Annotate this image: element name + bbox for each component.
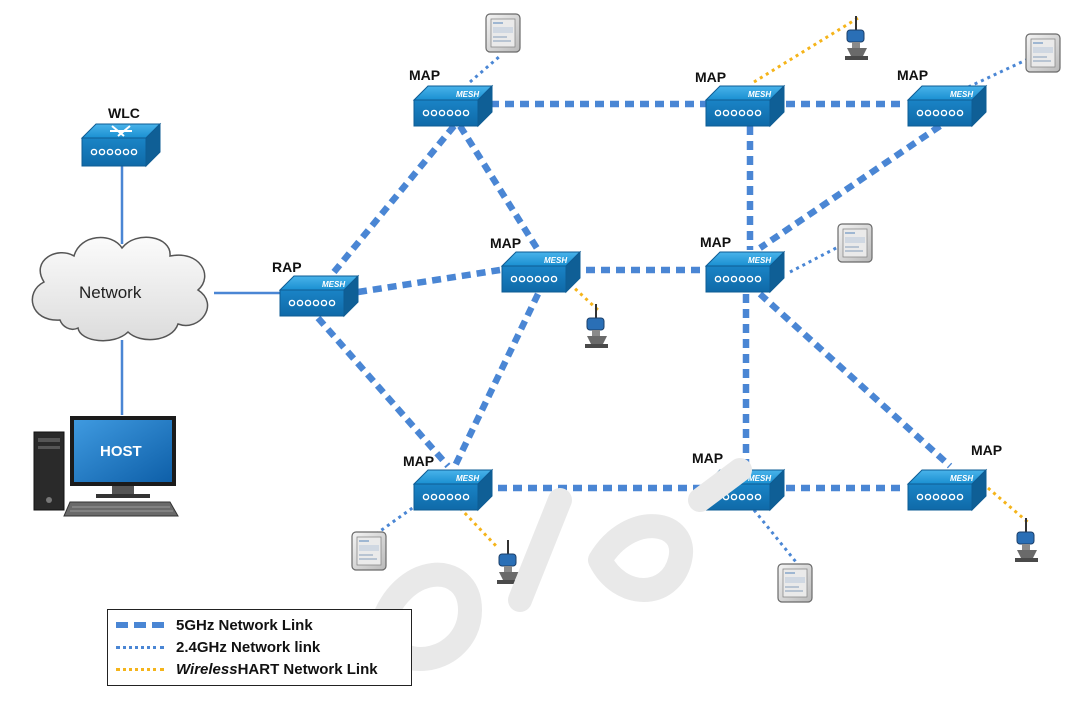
tablet-icon[interactable] [351, 531, 387, 571]
legend-swatch-wirelesshart [116, 667, 164, 671]
link-5ghz [451, 292, 541, 470]
map-label: MAP [700, 234, 731, 250]
wlc-arrows-icon [110, 125, 132, 137]
transmitter-icon[interactable] [584, 303, 609, 349]
mesh-badge: MESH [544, 256, 567, 265]
legend-item-24ghz: 2.4GHz Network link [116, 636, 320, 658]
map-label: MAP [403, 453, 434, 469]
map-device-top-middle[interactable]: MESH [705, 85, 785, 127]
map-label: MAP [490, 235, 521, 251]
link-5ghz [757, 291, 953, 469]
map-device-bottom-right[interactable]: MESH [907, 469, 987, 511]
legend-label-wirelesshart: WirelessHART Network Link [176, 660, 378, 678]
legend-swatch-5ghz [116, 622, 164, 628]
map-label: MAP [692, 450, 723, 466]
mesh-badge: MESH [748, 256, 771, 265]
transmitter-icon[interactable] [844, 15, 869, 61]
link-wirelesshart [987, 486, 1031, 526]
map-device-bottom-left[interactable]: MESH [413, 469, 493, 511]
link-wirelesshart [568, 282, 600, 312]
map-device-center[interactable]: MESH [501, 251, 581, 293]
legend-item-5ghz: 5GHz Network Link [116, 614, 313, 636]
map-label: MAP [971, 442, 1002, 458]
mesh-badge: MESH [456, 90, 479, 99]
monitor-icon [70, 416, 176, 498]
link-5ghz [331, 123, 457, 275]
pc-tower-icon [33, 431, 65, 511]
mesh-badge: MESH [950, 90, 973, 99]
legend-label-24ghz: 2.4GHz Network link [176, 638, 321, 656]
host-label: HOST [100, 443, 142, 460]
rap-device[interactable]: MESH [279, 275, 359, 317]
host-computer[interactable]: HOST [33, 416, 179, 517]
link-24ghz [789, 244, 841, 274]
legend-swatch-24ghz [116, 645, 164, 649]
map-label: MAP [695, 69, 726, 85]
tablet-icon[interactable] [1025, 33, 1061, 73]
map-device-top-left[interactable]: MESH [413, 85, 493, 127]
links-24ghz [375, 54, 1027, 563]
mesh-badge: MESH [748, 90, 771, 99]
legend-item-wirelesshart: WirelessHART Network Link [116, 658, 378, 680]
map-device-bottom-middle[interactable]: MESH [705, 469, 785, 511]
wired-links [120, 166, 282, 415]
tablet-icon[interactable] [485, 13, 521, 53]
network-label: Network [79, 283, 142, 302]
mesh-badge: MESH [950, 474, 973, 483]
link-5ghz [758, 123, 942, 251]
link-24ghz [469, 54, 501, 84]
mesh-badge: MESH [456, 474, 479, 483]
keyboard-icon [63, 501, 179, 517]
tablet-icon[interactable] [777, 563, 813, 603]
tablet-icon[interactable] [837, 223, 873, 263]
map-label: MAP [897, 67, 928, 83]
legend: 5GHz Network Link 2.4GHz Network link Wi… [107, 609, 412, 686]
link-wirelesshart [458, 506, 500, 550]
rap-label: RAP [272, 259, 302, 275]
map-device-center-right[interactable]: MESH [705, 251, 785, 293]
mesh-badge: MESH [322, 280, 345, 289]
mesh-badge: MESH [748, 474, 771, 483]
link-24ghz [375, 502, 419, 536]
link-5ghz [357, 266, 501, 296]
link-wirelesshart [753, 16, 859, 84]
link-5ghz [457, 124, 541, 252]
map-device-top-right[interactable]: MESH [907, 85, 987, 127]
transmitter-icon[interactable] [1014, 517, 1039, 563]
link-24ghz [752, 509, 798, 563]
legend-label-5ghz: 5GHz Network Link [176, 616, 313, 634]
map-label: MAP [409, 67, 440, 83]
wlc-controller[interactable] [80, 122, 162, 168]
link-5ghz [315, 315, 451, 469]
links-5ghz [315, 100, 953, 492]
network-cloud: Network [31, 236, 209, 342]
links-wirelesshart [458, 16, 1031, 550]
link-24ghz [961, 58, 1027, 92]
wlc-label: WLC [108, 105, 140, 121]
